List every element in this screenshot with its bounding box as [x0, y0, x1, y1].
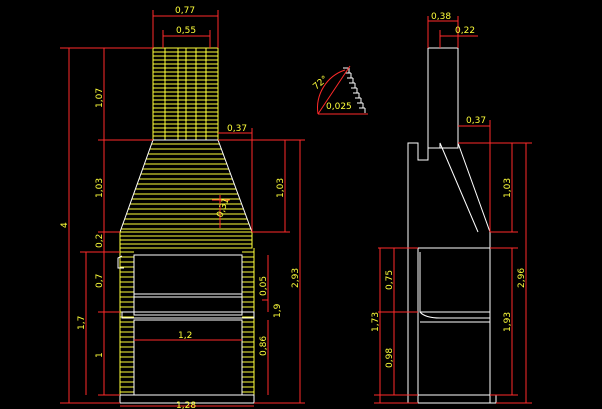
side-hood-back — [407, 142, 429, 403]
base-height-label: 1 — [95, 352, 105, 358]
side-ledge-label: 0,37 — [466, 116, 486, 126]
front-dimensions — [60, 10, 305, 407]
front-labels: 0,77 0,55 0,37 4 1,07 1,03 0,2 0,7 1 1,7… — [60, 6, 301, 409]
angle-label: 72° — [312, 74, 331, 92]
angle-arc — [317, 69, 346, 115]
side-firebox-label: 0,75 — [385, 270, 395, 290]
side-total-label: 2,96 — [517, 268, 527, 288]
grill-level-label: 1,9 — [273, 303, 283, 318]
top-width-label: 0,77 — [175, 6, 195, 16]
side-hood-label: 1,03 — [503, 178, 513, 198]
side-hood-front — [457, 130, 491, 248]
angle-detail — [317, 65, 368, 115]
chimney-height-label: 1,07 — [95, 88, 105, 108]
side-inner-label: 0,22 — [455, 26, 475, 36]
side-body — [417, 247, 491, 404]
right-total-label: 2,93 — [291, 268, 301, 288]
side-base — [417, 394, 497, 404]
side-labels: 0,38 0,22 0,37 1,03 2,96 0,75 1,73 0,98 … — [371, 12, 527, 368]
beam-bricks — [120, 235, 252, 245]
front-view — [60, 10, 305, 407]
opening-height-label: 0,7 — [95, 274, 105, 288]
beam-label: 0,2 — [95, 234, 105, 248]
ledge-label: 0,37 — [227, 124, 247, 134]
firebox-level-label: 1,7 — [77, 316, 87, 330]
side-dimensions — [374, 16, 532, 404]
inner-width-label: 0,55 — [176, 26, 196, 36]
grill-shelf — [121, 311, 255, 319]
side-view — [407, 47, 497, 404]
side-grill-level-label: 1,93 — [503, 312, 513, 332]
pillar-bricks — [119, 248, 255, 395]
small-gap-label: 0,86 — [259, 336, 269, 356]
base-slab — [119, 394, 255, 404]
base-width-label: 1,28 — [176, 401, 196, 409]
chimney-bricks — [153, 48, 218, 140]
firebox-opening — [133, 254, 243, 316]
total-height-label: 4 — [60, 222, 70, 228]
inner-span-label: 1,2 — [178, 331, 192, 341]
side-top-label: 0,38 — [431, 12, 451, 22]
side-chimney — [427, 47, 459, 149]
side-grill-curve — [419, 311, 490, 319]
hood-height-label: 1,03 — [95, 178, 105, 198]
hook-detail — [117, 255, 124, 269]
angle-leg — [317, 65, 351, 115]
side-firebox-level-label: 1,73 — [371, 312, 381, 332]
side-hood-inner — [439, 142, 479, 233]
side-base-label: 0,98 — [385, 348, 395, 368]
step-label: 0,025 — [326, 102, 352, 112]
right-hood-label: 1,03 — [276, 178, 286, 198]
grill-gap-label: 0,05 — [259, 276, 269, 296]
hood-bricks — [121, 143, 251, 230]
side-firebox — [419, 252, 490, 313]
detail-steps — [343, 67, 366, 113]
